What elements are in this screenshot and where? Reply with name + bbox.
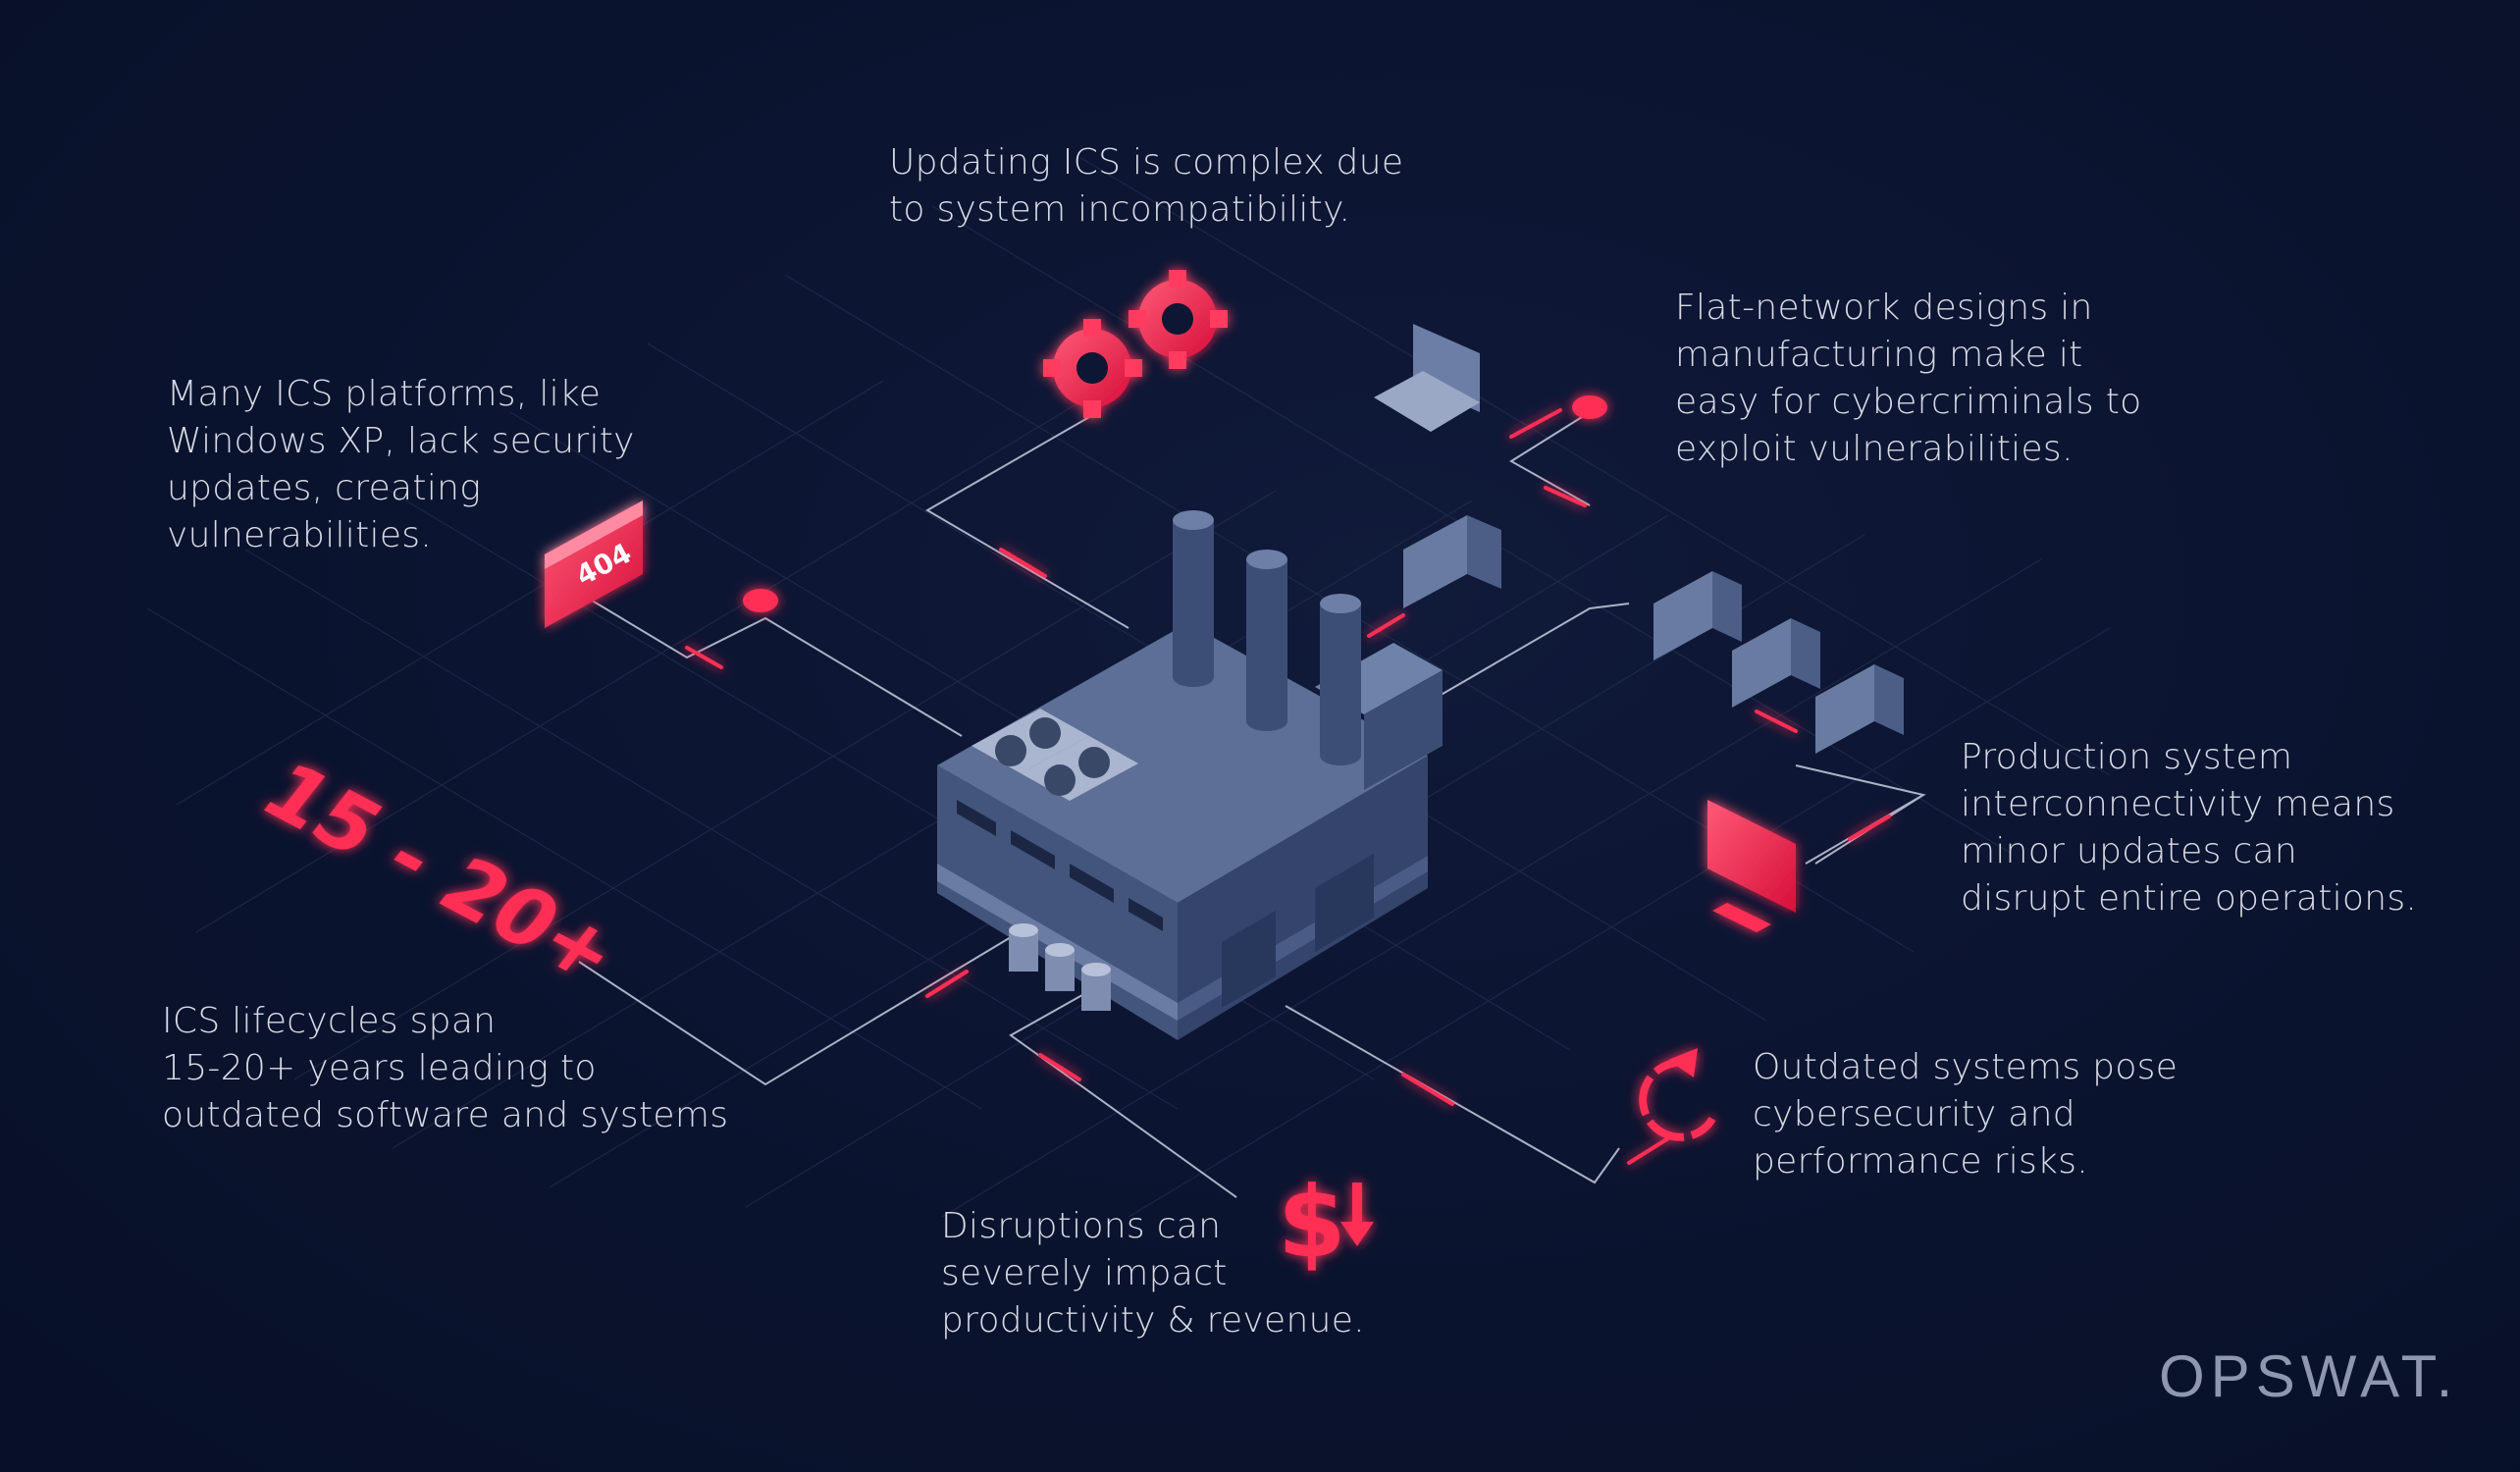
caption-flat-network: Flat-network designs in manufacturing ma… [1675,285,2141,473]
caption-line: Many ICS platforms, like [167,374,602,414]
caption-line: Updating ICS is complex due [889,142,1404,183]
caption-line: interconnectivity means [1961,784,2395,824]
caption-line: 15-20+ years leading to [162,1048,597,1088]
caption-line: Windows XP, lack security [167,421,635,461]
dollar-label: $ [1278,1165,1346,1280]
caption-disruptions: Disruptions can severely impact producti… [941,1203,1365,1344]
caption-outdated: Outdated systems pose cybersecurity and … [1753,1044,2178,1185]
caption-line: Production system [1961,737,2293,777]
caption-line: updates, creating [167,468,482,508]
caption-line: to system incompatibility. [889,189,1351,230]
caption-lifecycle: ICS lifecycles span 15-20+ years leading… [162,998,728,1139]
caption-line: Disruptions can [941,1206,1222,1246]
caption-line: easy for cybercriminals to [1675,382,2142,422]
laptop-icon [1374,324,1480,432]
alert-monitor-icon [1707,800,1796,932]
red-line-accents [685,408,1891,1165]
caption-line: performance risks. [1753,1141,2089,1182]
caption-line: severely impact [941,1253,1228,1293]
caption-windows-xp: Many ICS platforms, like Windows XP, lac… [167,371,635,559]
caption-line: vulnerabilities. [167,515,433,555]
monitor-cluster [1654,571,1904,754]
caption-line: Flat-network designs in [1675,288,2093,328]
caption-line: Outdated systems pose [1753,1047,2179,1087]
caption-line: cybersecurity and [1753,1094,2075,1134]
caption-line: productivity & revenue. [941,1300,1365,1341]
caption-line: exploit vulnerabilities. [1675,429,2074,469]
caption-line: outdated software and systems [162,1095,729,1135]
caption-production: Production system interconnectivity mean… [1961,734,2417,922]
caption-line: manufacturing make it [1675,335,2083,375]
connector-lines [578,411,1926,1198]
caption-line: ICS lifecycles span [162,1001,497,1041]
refresh-icon [1639,1048,1716,1141]
factory-icon [937,510,1443,1040]
gears-icon [1043,270,1228,418]
caption-line: disrupt entire operations. [1961,878,2418,919]
error-404-icon [545,500,643,628]
opswat-logo: OPSWAT. [2159,1343,2459,1409]
caption-update: Updating ICS is complex due to system in… [889,139,1403,234]
caption-line: minor updates can [1961,831,2297,871]
dollar-down-icon [1340,1183,1374,1246]
monitor-icon [1403,515,1501,608]
bug-icon [743,395,1607,612]
